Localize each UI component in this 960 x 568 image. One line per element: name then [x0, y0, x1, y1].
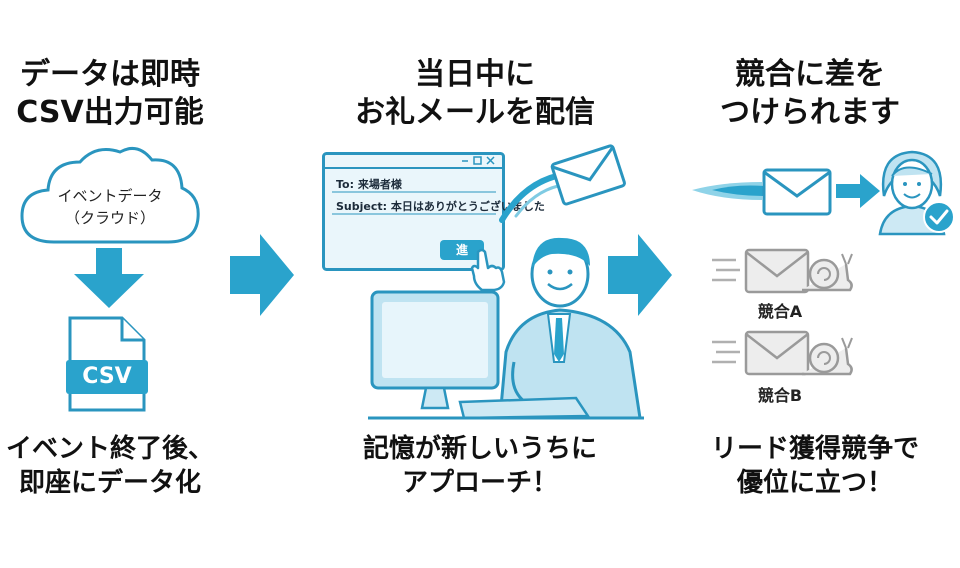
step-2-caption-line2: アプローチ！ [401, 468, 558, 498]
cloud-label-line2: （クラウド） [64, 209, 155, 227]
step-1-caption-line2: 即座にデータ化 [18, 468, 201, 498]
csv-file-icon [66, 316, 148, 412]
step-3-heading-line2: つけられます [720, 95, 900, 130]
step-1-caption: イベント終了後、 即座にデータ化 [0, 432, 220, 500]
email-window-icon [322, 152, 505, 271]
step-2-caption: 記憶が新しいうちに アプローチ！ [320, 432, 640, 500]
cloud-label: イベントデータ （クラウド） [30, 185, 190, 229]
step-2-heading-line1: 当日中に [415, 57, 535, 92]
right-arrow-icon [608, 234, 672, 316]
competitor-a-label: 競合A [757, 302, 803, 321]
right-arrow-icon [230, 234, 294, 316]
send-button[interactable]: 進 [455, 243, 468, 257]
snail-icon [802, 253, 853, 292]
step-3-caption-line1: リード獲得競争で [710, 434, 919, 464]
csv-file-label: CSV [82, 364, 132, 389]
step-1-heading-line1: データは即時 [20, 57, 200, 92]
step-3-caption-line2: 優位に立つ！ [736, 468, 893, 498]
step-2-caption-line1: 記憶が新しいうちに [362, 434, 597, 464]
step-1-heading-line2: CSV出力可能 [16, 95, 204, 130]
cloud-icon [20, 146, 200, 244]
step-3-caption: リード獲得競争で 優位に立つ！ [680, 432, 950, 500]
competitor-b-label: 競合B [757, 386, 803, 405]
businessman-at-computer-icon [368, 237, 644, 420]
envelope-icon [499, 144, 626, 223]
checkmark-icon [923, 201, 955, 233]
step-1-heading: データは即時 CSV出力可能 [0, 56, 220, 132]
cloud-label-line1: イベントデータ [57, 187, 163, 205]
step-3-heading-line1: 競合に差を [735, 57, 885, 92]
step-2-heading-line2: お礼メールを配信 [355, 95, 595, 130]
step-1-caption-line1: イベント終了後、 [5, 434, 214, 464]
pointing-hand-icon [470, 248, 506, 292]
step-3-heading: 競合に差を つけられます [690, 56, 930, 132]
snail-icon [802, 337, 853, 376]
down-arrow-icon [74, 248, 144, 308]
fast-envelope-icon [692, 168, 880, 216]
mail-to-field: To: 来場者様 [336, 178, 402, 191]
step-2-heading: 当日中に お礼メールを配信 [310, 56, 640, 132]
mail-subject-field: Subject: 本日はありがとうございました [336, 200, 545, 213]
competitor-b-envelope-icon [712, 330, 810, 376]
competitor-a-envelope-icon [712, 248, 810, 294]
